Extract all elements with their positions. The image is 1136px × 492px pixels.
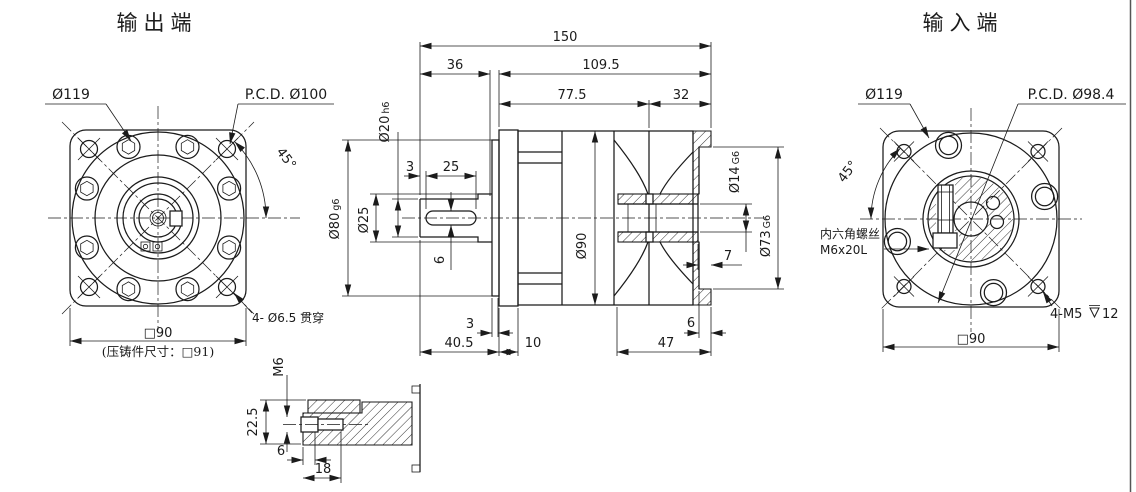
output-flange-square: [69, 129, 247, 307]
dim-front-length: 77.5: [558, 88, 587, 103]
output-end-title: 输出端: [117, 11, 198, 35]
input-screw-note-line2: M6x20L: [820, 243, 867, 257]
output-od-label: Ø119: [52, 87, 90, 103]
dim-key-length: 25: [443, 160, 460, 175]
dim-shaft-dia: Ø20h6: [378, 102, 393, 143]
depth-symbol: [1089, 305, 1100, 319]
tapped-hole-detail-view: M6 22.5 6 18: [246, 357, 421, 483]
output-through-holes-label: 4- Ø6.5 贯穿: [252, 310, 324, 325]
output-pcd-label: P.C.D. Ø100: [245, 87, 327, 103]
input-coupling-section: [617, 193, 699, 243]
input-angle-label: 45°: [835, 158, 861, 185]
dim-flange-offset: 40.5: [445, 336, 474, 351]
dim-pilot-length: 3: [466, 317, 474, 332]
detail-thread-label: M6: [272, 357, 287, 377]
dim-body-dia: Ø90: [575, 233, 590, 260]
section-dimensions: 150 36 109.5 77.5 32 Ø20h6 Ø25 Ø80g6: [328, 30, 784, 356]
input-tapped-holes-label: 4-M5: [1050, 307, 1082, 322]
dim-key-offset: 3: [406, 160, 414, 175]
dim-flange-thickness: 10: [525, 336, 542, 351]
dim-rear-section: 47: [658, 336, 675, 351]
input-end-title: 输入端: [923, 11, 1004, 35]
dim-body-length: 109.5: [582, 58, 619, 73]
input-tapped-depth: 12: [1102, 307, 1119, 322]
input-coupling-face: [885, 133, 1057, 305]
dim-shaft-length: 36: [447, 58, 464, 73]
dim-gap: 7: [724, 249, 732, 264]
output-casting-note: (压铸件尺寸：□91): [102, 344, 214, 359]
output-hex-socket-screws: [74, 134, 242, 302]
dim-overall-length: 150: [553, 30, 578, 45]
input-dimensions: Ø119 P.C.D. Ø98.4 45° 内六角螺丝 M6x20L 4-M5 …: [820, 87, 1126, 352]
detail-depth-from-face: 22.5: [246, 408, 261, 437]
section-view: 150 36 109.5 77.5 32 Ø20h6 Ø25 Ø80g6: [328, 30, 784, 356]
input-pcd-label: P.C.D. Ø98.4: [1028, 87, 1115, 103]
dim-pilot-dia: Ø80g6: [328, 199, 343, 240]
input-screw-note-line1: 内六角螺丝: [820, 227, 880, 241]
input-square-size: □90: [957, 332, 986, 347]
body-internal-lines: [518, 131, 694, 305]
output-shaft-keyway: [169, 210, 183, 227]
gearbox-body-section: [517, 130, 694, 306]
dim-recess-depth: 6: [687, 316, 695, 331]
detail-thread-lead: 6: [277, 444, 285, 459]
dim-key-width: 6: [433, 256, 448, 264]
input-end-view: Ø119 P.C.D. Ø98.4 45° 内六角螺丝 M6x20L 4-M5 …: [820, 87, 1126, 352]
detail-body-section: [302, 401, 413, 446]
output-square-size: □90: [144, 326, 173, 341]
output-end-view: Ø119 P.C.D. Ø100 45° □90 (压铸件尺寸：□91) 4- …: [45, 87, 334, 359]
input-od-label: Ø119: [865, 87, 903, 103]
clamp-screw: [932, 184, 958, 249]
output-dimensions: Ø119 P.C.D. Ø100 45° □90 (压铸件尺寸：□91) 4- …: [45, 87, 334, 359]
dim-shoulder-dia: Ø25: [357, 207, 372, 234]
detail-key-section: [307, 399, 361, 414]
detail-flange-face: [411, 384, 421, 473]
detail-dimensions: M6 22.5 6 18: [246, 357, 342, 483]
input-flange-square: [882, 130, 1060, 308]
dim-rear-pilot-dia: Ø73G6: [759, 215, 774, 257]
output-retaining-clip: [140, 241, 163, 252]
detail-hole-depth: 18: [315, 462, 332, 477]
output-angle-label: 45°: [273, 145, 299, 172]
dim-rear-length: 32: [673, 88, 690, 103]
dim-bore-dia: Ø14G6: [728, 151, 743, 193]
